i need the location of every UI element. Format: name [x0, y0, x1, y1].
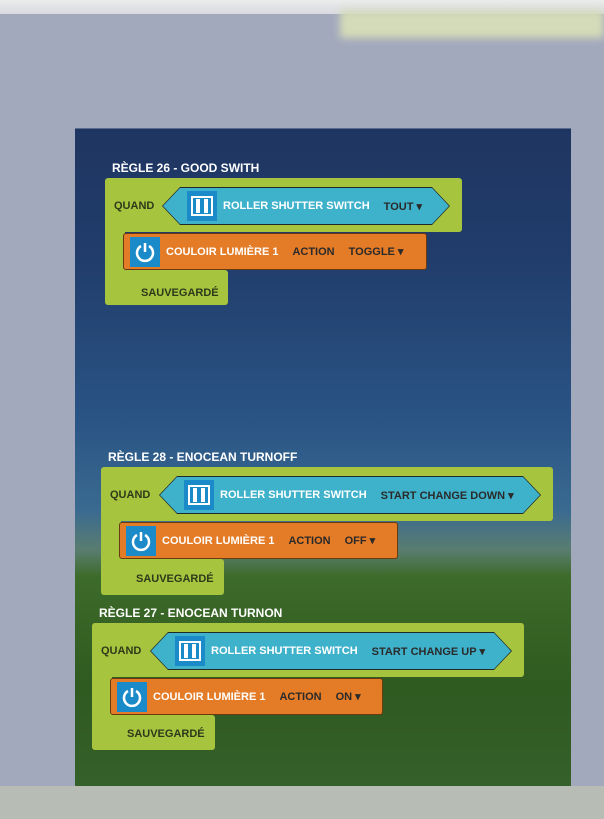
- action-dropdown[interactable]: ON ▾: [335, 691, 361, 703]
- action-device: COULOIR LUMIÈRE 1: [166, 245, 279, 258]
- power-icon: [117, 681, 147, 712]
- action-dropdown[interactable]: TOGGLE ▾: [348, 246, 404, 258]
- status-label: SAUVEGARDÉ: [127, 728, 205, 740]
- action-label: ACTION: [288, 534, 331, 547]
- action-block[interactable]: COULOIR LUMIÈRE 1 ACTION OFF ▾: [119, 522, 398, 559]
- when-label: QUAND: [114, 200, 155, 212]
- trigger-block[interactable]: ROLLER SHUTTER SWITCH START CHANGE UP ▾: [150, 632, 512, 670]
- when-block-spine: [92, 673, 112, 721]
- action-dropdown[interactable]: OFF ▾: [344, 535, 376, 547]
- trigger-device: ROLLER SHUTTER SWITCH: [211, 645, 358, 657]
- status-block: [101, 559, 224, 595]
- action-device: COULOIR LUMIÈRE 1: [162, 534, 275, 547]
- blurred-background: [340, 10, 604, 38]
- when-block-spine: [105, 228, 125, 276]
- rule-title: RÈGLE 27 - ENOCEAN TURNON: [99, 606, 283, 620]
- trigger-block[interactable]: ROLLER SHUTTER SWITCH TOUT ▾: [162, 187, 450, 225]
- roller-shutter-icon: [187, 191, 217, 221]
- status-label: SAUVEGARDÉ: [141, 287, 219, 299]
- rule-title: RÈGLE 26 - GOOD SWITH: [112, 161, 260, 175]
- action-block[interactable]: COULOIR LUMIÈRE 1 ACTION ON ▾: [110, 678, 383, 715]
- trigger-dropdown[interactable]: START CHANGE DOWN ▾: [380, 489, 514, 502]
- action-label: ACTION: [279, 690, 322, 703]
- rule-title: RÈGLE 28 - ENOCEAN TURNOFF: [108, 450, 298, 464]
- roller-shutter-icon: [175, 636, 205, 666]
- status-label: SAUVEGARDÉ: [136, 573, 214, 585]
- power-icon: [130, 236, 160, 267]
- action-block[interactable]: COULOIR LUMIÈRE 1 ACTION TOGGLE ▾: [123, 233, 427, 270]
- trigger-dropdown[interactable]: TOUT ▾: [383, 200, 422, 213]
- trigger-device: ROLLER SHUTTER SWITCH: [220, 489, 367, 501]
- status-block: [92, 715, 215, 750]
- action-label: ACTION: [292, 245, 335, 258]
- when-block-spine: [101, 517, 121, 565]
- status-block: [105, 270, 228, 305]
- trigger-dropdown[interactable]: START CHANGE UP ▾: [371, 645, 485, 658]
- power-icon: [126, 525, 156, 556]
- trigger-block[interactable]: ROLLER SHUTTER SWITCH START CHANGE DOWN …: [159, 476, 541, 514]
- bottom-area: [0, 786, 604, 819]
- when-label: QUAND: [110, 489, 151, 501]
- roller-shutter-icon: [184, 480, 214, 510]
- trigger-device: ROLLER SHUTTER SWITCH: [223, 200, 370, 212]
- when-label: QUAND: [101, 645, 142, 657]
- action-device: COULOIR LUMIÈRE 1: [153, 690, 266, 703]
